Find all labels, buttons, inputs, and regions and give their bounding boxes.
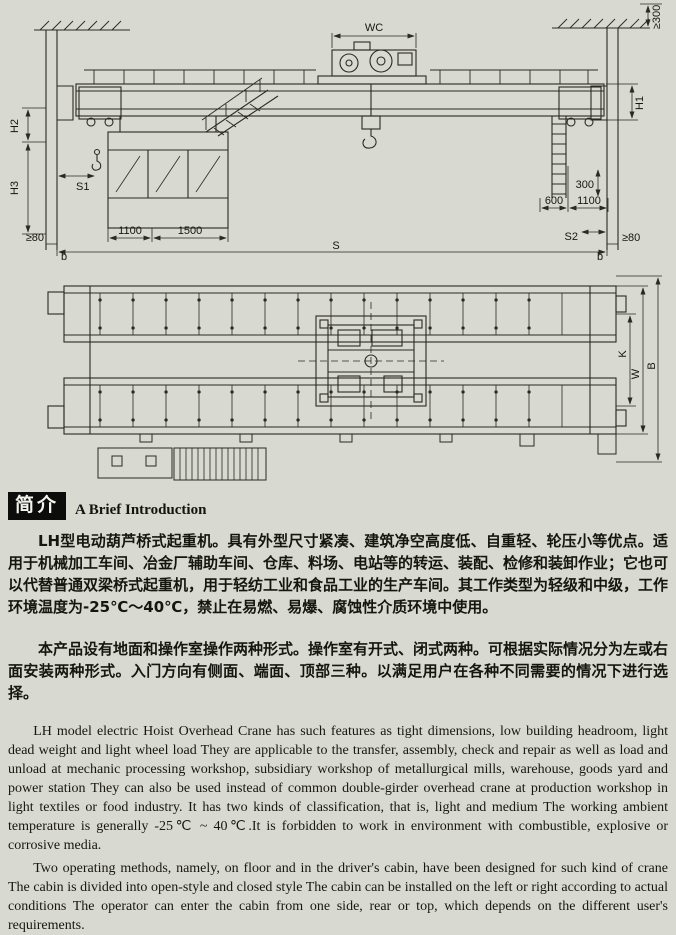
dim-wc-label: WC bbox=[365, 22, 383, 34]
dim-600-label: 600 bbox=[545, 195, 563, 207]
cn-paragraph-1: LH型电动葫芦桥式起重机。具有外型尺寸紧凑、建筑净空高度低、自重轻、轮压小等优点… bbox=[8, 532, 669, 616]
plan-centerlines bbox=[298, 302, 444, 420]
dim-ge80-right-label: ≥80 bbox=[622, 232, 640, 244]
dim-h2-label: H2 bbox=[9, 119, 21, 133]
plan-dimension-labels: K W B bbox=[617, 350, 658, 380]
front-structure-lines bbox=[34, 18, 650, 250]
dim-1100r-label: 1100 bbox=[577, 195, 601, 207]
dim-b-label: B bbox=[646, 362, 658, 369]
plan-dimension-lines bbox=[616, 275, 662, 463]
plan-rivet-dots bbox=[98, 298, 564, 422]
introduction-text: LH型电动葫芦桥式起重机。具有外型尺寸紧凑、建筑净空高度低、自重轻、轮压小等优点… bbox=[8, 530, 668, 935]
dim-1100-label: 1100 bbox=[118, 225, 142, 237]
dim-ge300-label: ≥300 bbox=[651, 5, 663, 29]
plan-structure-lines bbox=[47, 285, 627, 435]
front-dimension-lines bbox=[22, 3, 662, 256]
dim-s1-label: S1 bbox=[76, 181, 89, 193]
section-title-english: A Brief Introduction bbox=[75, 502, 207, 518]
dim-1500-label: 1500 bbox=[178, 225, 202, 237]
plan-bottom-fittings bbox=[97, 433, 617, 481]
dim-k-label: K bbox=[617, 350, 629, 358]
section-header: 简介 A Brief Introduction bbox=[8, 492, 206, 520]
dim-s-label: S bbox=[332, 240, 339, 252]
en-paragraph-1: LH model electric Hoist Overhead Crane h… bbox=[8, 724, 668, 853]
dim-b-right-label: b bbox=[597, 251, 603, 262]
dim-ge80-left-label: ≥80 bbox=[26, 232, 44, 244]
cn-paragraph-2: 本产品设有地面和操作室操作两种形式。操作室有开式、闭式两种。可根据实际情况分为左… bbox=[8, 640, 669, 702]
dim-300-label: 300 bbox=[576, 179, 594, 191]
en-paragraph-2: Two operating methods, namely, on floor … bbox=[8, 861, 668, 933]
plan-view-drawing: K W B bbox=[47, 275, 662, 481]
front-elevation-drawing: WC ≥300 H1 H2 H3 S1 1100 1500 600 1100 3… bbox=[9, 3, 663, 262]
dim-b-left-label: b bbox=[61, 251, 67, 262]
dim-h1-label: H1 bbox=[634, 96, 646, 110]
dim-w-label: W bbox=[630, 368, 642, 379]
dim-s2-label: S2 bbox=[565, 231, 578, 243]
section-title-chinese: 简介 bbox=[8, 492, 67, 520]
dim-h3-label: H3 bbox=[9, 181, 21, 195]
front-dimension-labels: WC ≥300 H1 H2 H3 S1 1100 1500 600 1100 3… bbox=[9, 5, 663, 262]
